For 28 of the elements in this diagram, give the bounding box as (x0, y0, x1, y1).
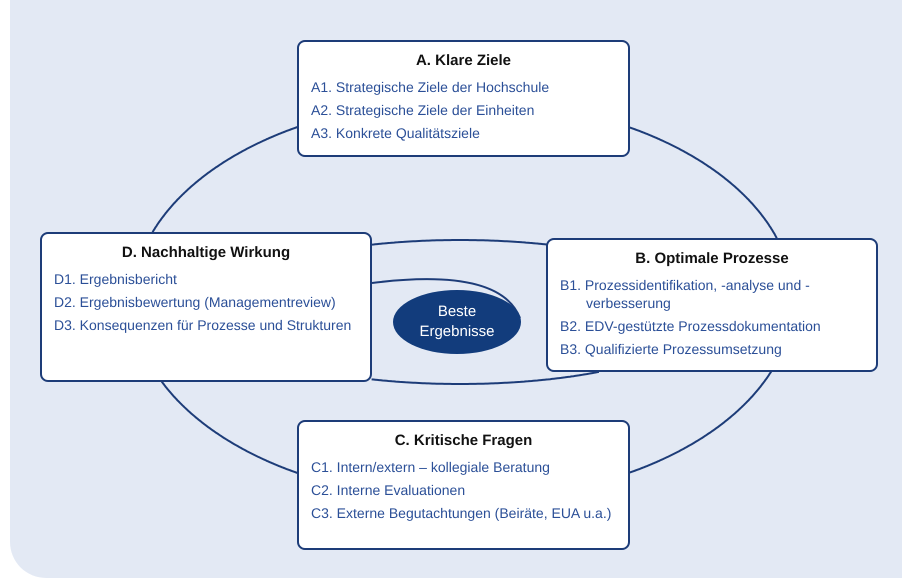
process-box (546, 238, 878, 372)
list-item: C2. Interne Evaluationen (311, 480, 466, 498)
list-item: B3. Qualifizierte Prozessumsetzung (560, 340, 783, 358)
list-item: C3. Externe Begutachtungen (Beiräte, EUA u.a.) (311, 504, 612, 522)
box-heading: D. Nachhaltige Wirkung (120, 243, 292, 263)
ellipse-label: Beste Ergebnisse (418, 302, 496, 342)
list-item: B2. EDV-gestützte Prozessdokumentation (560, 316, 822, 334)
connector-arc (372, 239, 547, 246)
list-item: A3. Konkrete Qualitätsziele (311, 124, 481, 142)
connector-arc (152, 126, 298, 233)
list-item: D1. Ergebnisbericht (54, 270, 178, 288)
list-item: C1. Intern/extern – kollegiale Beratung (311, 458, 551, 476)
connector-arc (372, 278, 521, 318)
list-item: A1. Strategische Ziele der Hochschule (311, 78, 550, 96)
connector-arc (630, 126, 778, 239)
list-item: A2. Strategische Ziele der Einheiten (311, 100, 536, 118)
connector-arc (630, 370, 772, 474)
list-item: B1. Prozessidentifikation, -analyse und -verbesserung (560, 276, 811, 312)
box-heading: C. Kritische Fragen (394, 431, 534, 451)
list-item: D3. Konsequenzen für Prozesse und Strukturen (54, 316, 352, 334)
list-item: D2. Ergebnisbewertung (Managementreview) (54, 292, 337, 310)
box-heading: B. Optimale Prozesse (634, 249, 790, 269)
process-box (297, 40, 630, 157)
connector-arc (160, 380, 298, 474)
process-box (297, 420, 630, 550)
connector-arc (372, 370, 600, 385)
process-box (40, 232, 372, 382)
box-heading: A. Klare Ziele (414, 51, 512, 71)
